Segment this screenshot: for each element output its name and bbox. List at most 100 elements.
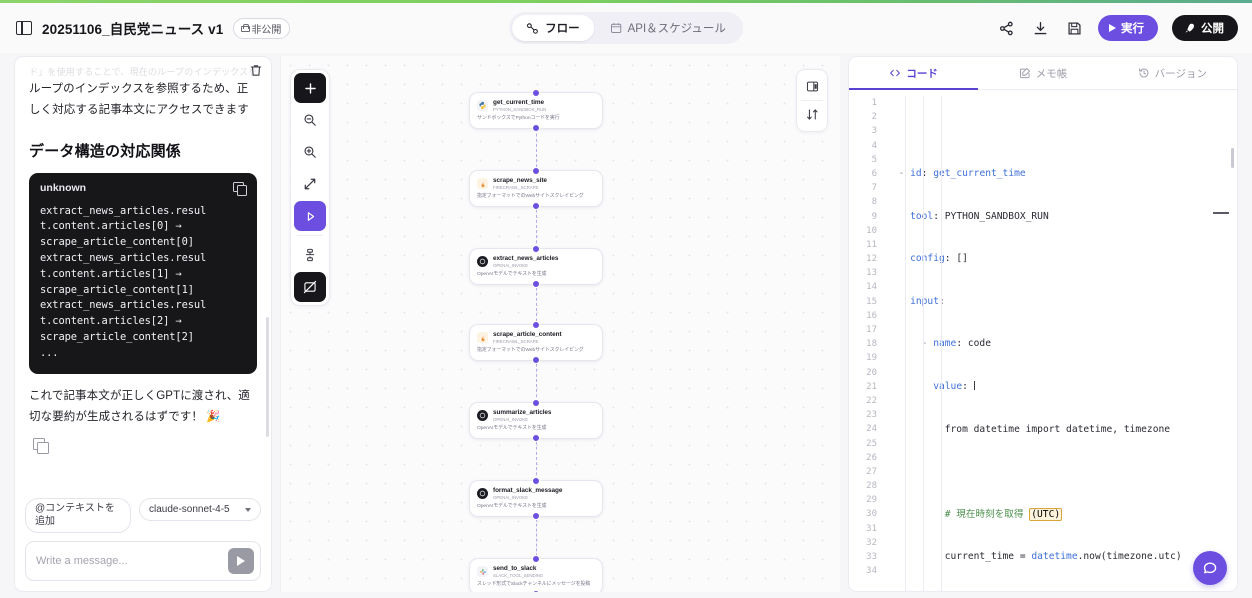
copy-icon[interactable] — [33, 438, 49, 454]
publish-button[interactable]: 公開 — [1172, 15, 1238, 41]
run-button[interactable]: 実行 — [1098, 15, 1158, 41]
code-editor[interactable]: 1 2 3 4 5 6 7 8 9 10 11 12 13 14 15 16 1… — [849, 90, 1237, 591]
chevron-down-icon — [245, 507, 251, 512]
node-text: extract_news_articles OPENAI_INVOKE — [493, 255, 558, 269]
node-input-port[interactable] — [532, 555, 540, 563]
code-text-area[interactable]: - id: get_current_time tool: PYTHON_SAND… — [883, 90, 1237, 591]
sidebar-panel-icon[interactable] — [16, 21, 32, 35]
code-icon — [890, 69, 901, 77]
code-line: - id: get_current_time — [887, 168, 1026, 180]
node-text: get_current_time PYTHON_SANDBOX_RUN — [493, 99, 546, 113]
sort-button[interactable] — [798, 101, 826, 128]
toggle-panel-button[interactable] — [798, 73, 826, 100]
code-line: tool: PYTHON_SANDBOX_RUN — [910, 210, 1049, 222]
node-output-port[interactable] — [532, 511, 540, 520]
line-number: 17 — [866, 325, 877, 335]
layout-button[interactable] — [294, 240, 326, 270]
message-input[interactable] — [36, 555, 228, 567]
chat-heading: データ構造の対応関係 — [29, 142, 182, 160]
share-icon[interactable] — [996, 18, 1016, 38]
node-text: scrape_news_site FIRECRAWL_SCRAPE — [493, 177, 547, 191]
node-output-port[interactable] — [532, 201, 540, 210]
send-button[interactable] — [228, 548, 254, 574]
run-flow-button[interactable] — [294, 201, 326, 231]
flow-node[interactable]: extract_news_articles OPENAI_INVOKE Open… — [469, 245, 603, 288]
line-number: 11 — [866, 239, 877, 250]
tab-api-schedule[interactable]: API＆スケジュール — [596, 15, 740, 41]
code-line: input: — [910, 295, 945, 307]
openai-icon — [477, 256, 488, 267]
tab-notes[interactable]: メモ帳 — [978, 57, 1107, 89]
node-output-port[interactable] — [532, 355, 540, 364]
chat-scrollbar[interactable] — [266, 317, 269, 437]
app-header: 20251106_自民党ニュース v1 非公開 フロー — [0, 3, 1252, 53]
flow-node[interactable]: format_slack_message OPENAI_INVOKE OpenA… — [469, 477, 603, 520]
node-text: scrape_article_content FIRECRAWL_SCRAPE — [493, 331, 562, 345]
code-line: - name: code — [887, 338, 991, 350]
line-number: 14 — [866, 282, 877, 293]
tab-flow[interactable]: フロー — [512, 15, 594, 41]
code-line: scrape_article_content[2] — [40, 331, 194, 344]
zoom-out-icon — [304, 114, 316, 126]
download-icon[interactable] — [1030, 18, 1050, 38]
hide-minimap-button[interactable] — [294, 272, 326, 302]
flow-node[interactable]: get_current_time PYTHON_SANDBOX_RUN サンドボ… — [469, 89, 603, 132]
node-header: scrape_article_content FIRECRAWL_SCRAPE — [477, 331, 594, 345]
line-number: 30 — [866, 509, 877, 520]
copy-icon[interactable] — [233, 181, 247, 196]
save-disk-icon[interactable] — [1064, 18, 1084, 38]
node-input-port[interactable] — [532, 477, 540, 485]
tab-version[interactable]: バージョン — [1108, 57, 1237, 89]
node-input-port[interactable] — [532, 167, 540, 175]
zoom-in-button[interactable] — [294, 137, 326, 167]
openai-icon — [477, 488, 488, 499]
chat-footer: @コンテキストを追加 claude-sonnet-4-5 — [15, 492, 271, 591]
minimap-marker — [1213, 212, 1229, 214]
node-description: 指定フォーマットでのWebサイトスクレイピング — [477, 193, 584, 199]
fit-view-button[interactable] — [294, 169, 326, 199]
node-input-port[interactable] — [532, 321, 540, 329]
node-subtitle: FIRECRAWL_SCRAPE — [493, 339, 539, 344]
chat-code-block: unknown extract_news_articles.resul t.co… — [29, 172, 257, 374]
flow-node[interactable]: scrape_news_site FIRECRAWL_SCRAPE 指定フォーマ… — [469, 167, 603, 210]
node-output-port[interactable] — [532, 279, 540, 288]
add-node-button[interactable] — [294, 73, 326, 103]
flow-canvas[interactable]: get_current_time PYTHON_SANDBOX_RUN サンドボ… — [280, 56, 840, 592]
model-select[interactable]: claude-sonnet-4-5 — [139, 498, 261, 521]
flow-node[interactable]: scrape_article_content FIRECRAWL_SCRAPE … — [469, 321, 603, 364]
zoom-out-button[interactable] — [294, 105, 326, 135]
node-output-port[interactable] — [532, 433, 540, 442]
editor-scrollbar[interactable] — [1231, 148, 1234, 168]
chat-fab-button[interactable] — [1193, 551, 1227, 585]
line-number: 1 — [871, 98, 877, 108]
chat-panel: ド」を使用することで、現在のループのインデックスを参照するため ループのインデッ… — [14, 56, 272, 592]
line-number: 23 — [866, 410, 877, 421]
node-input-port[interactable] — [532, 399, 540, 407]
add-context-button[interactable]: @コンテキストを追加 — [25, 498, 131, 533]
node-title: scrape_news_site — [493, 177, 547, 184]
header-actions: 実行 公開 — [996, 15, 1238, 41]
node-title: send_to_slack — [493, 565, 537, 572]
node-description: サンドボックスでPythonコードを実行 — [477, 115, 560, 121]
node-output-port[interactable] — [532, 123, 540, 132]
flow-edge — [536, 174, 537, 284]
line-number: 7 — [871, 183, 877, 194]
line-number: 13 — [866, 268, 877, 279]
line-number: 34 — [866, 566, 877, 577]
tab-code[interactable]: コード — [849, 57, 979, 90]
flow-node[interactable]: summarize_articles OPENAI_INVOKE OpenAIモ… — [469, 399, 603, 442]
code-line — [887, 465, 1237, 479]
status-badge[interactable]: 非公開 — [233, 17, 291, 39]
chat-bubble-icon — [1203, 562, 1216, 573]
page-title: 20251106_自民党ニュース v1 — [42, 22, 224, 37]
node-output-port[interactable] — [532, 589, 540, 592]
trash-icon[interactable] — [249, 63, 263, 78]
node-text: send_to_slack SLACK_TOOL_SENDING — [493, 565, 543, 579]
node-title: scrape_article_content — [493, 331, 562, 338]
node-subtitle: FIRECRAWL_SCRAPE — [493, 185, 539, 190]
flow-node[interactable]: send_to_slack SLACK_TOOL_SENDING スレッド形式で… — [469, 555, 603, 592]
node-input-port[interactable] — [532, 89, 540, 97]
node-input-port[interactable] — [532, 245, 540, 253]
line-number: 2 — [871, 112, 877, 123]
